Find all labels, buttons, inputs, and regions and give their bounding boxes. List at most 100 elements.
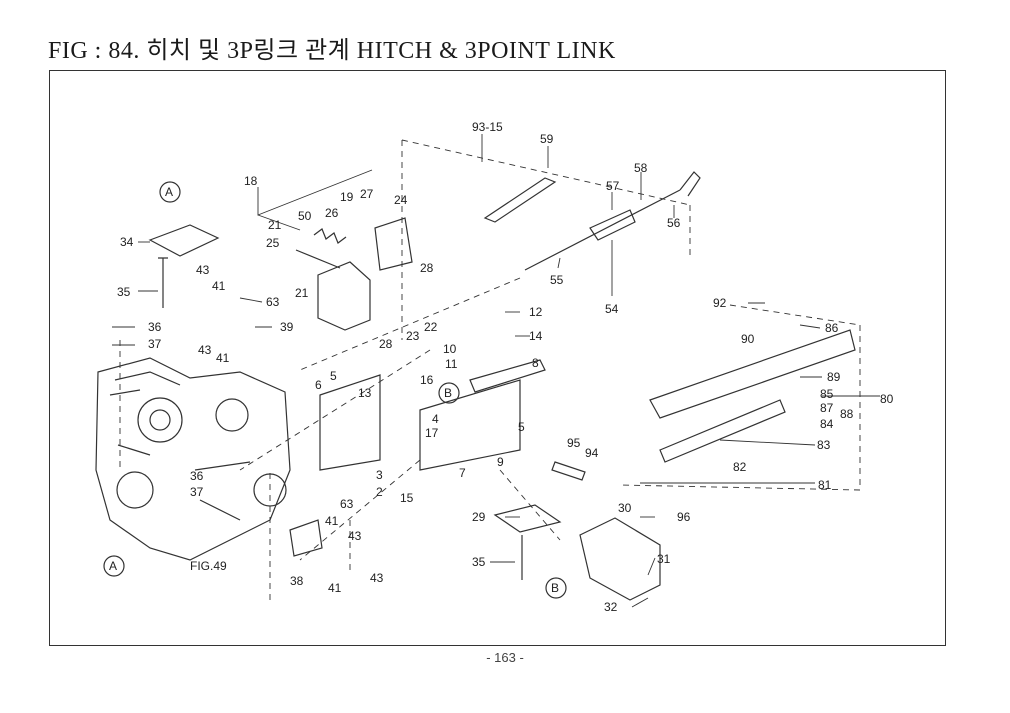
lower-link-arm bbox=[649, 329, 856, 419]
guide-lines bbox=[119, 139, 861, 600]
callout-7: 7 bbox=[459, 466, 466, 480]
callout-43a: 43 bbox=[196, 263, 210, 277]
callout-37b: 37 bbox=[190, 485, 204, 499]
callout-80: 80 bbox=[880, 392, 894, 406]
callout-4: 4 bbox=[432, 412, 439, 426]
callout-14: 14 bbox=[529, 329, 543, 343]
callout-41c: 41 bbox=[325, 514, 339, 528]
page-number: - 163 - bbox=[486, 650, 524, 665]
ref-fig49: FIG.49 bbox=[190, 559, 227, 573]
pin-95 bbox=[551, 461, 586, 481]
callout-21a: 21 bbox=[268, 218, 282, 232]
callout-22: 22 bbox=[424, 320, 438, 334]
callout-12: 12 bbox=[529, 305, 543, 319]
callout-27: 27 bbox=[360, 187, 374, 201]
hitch-plate-right bbox=[419, 379, 521, 471]
callout-90: 90 bbox=[741, 332, 755, 346]
lever-rod bbox=[483, 177, 557, 223]
bolt-35-left bbox=[158, 257, 168, 308]
callout-92: 92 bbox=[713, 296, 727, 310]
housing-boss-5 bbox=[253, 473, 287, 507]
callout-86: 86 bbox=[825, 321, 839, 335]
callout-17: 17 bbox=[425, 426, 439, 440]
bushing-38 bbox=[289, 519, 323, 557]
callout-56: 56 bbox=[667, 216, 681, 230]
guard-cover bbox=[579, 517, 661, 601]
part-shapes bbox=[95, 171, 856, 601]
callout-63a: 63 bbox=[266, 295, 280, 309]
ref-b-label-mid: B bbox=[444, 386, 452, 400]
callout-63b: 63 bbox=[340, 497, 354, 511]
callout-84: 84 bbox=[820, 417, 834, 431]
ref-b-circle-mid bbox=[438, 382, 460, 404]
callout-93-15: 93-15 bbox=[472, 120, 503, 134]
callout-28b: 28 bbox=[379, 337, 393, 351]
callout-89: 89 bbox=[827, 370, 841, 384]
callout-31: 31 bbox=[657, 552, 671, 566]
callout-34: 34 bbox=[120, 235, 134, 249]
plate-29 bbox=[493, 504, 562, 533]
callout-95: 95 bbox=[567, 436, 581, 450]
housing-boss-2 bbox=[149, 409, 171, 431]
housing-boss-3 bbox=[215, 398, 249, 432]
callout-55: 55 bbox=[550, 273, 564, 287]
callout-24: 24 bbox=[394, 193, 408, 207]
callout-5a: 5 bbox=[330, 369, 337, 383]
callout-58: 58 bbox=[634, 161, 648, 175]
callout-23: 23 bbox=[406, 329, 420, 343]
callout-35a: 35 bbox=[117, 285, 131, 299]
ref-a-circle-top bbox=[159, 181, 181, 203]
callout-28a: 28 bbox=[420, 261, 434, 275]
rod-25 bbox=[295, 249, 341, 269]
callout-29: 29 bbox=[472, 510, 486, 524]
callout-5b: 5 bbox=[518, 420, 525, 434]
part-number-callouts: 93-15 59 57 58 56 55 54 18 19 27 24 26 5… bbox=[117, 120, 894, 614]
top-link-body bbox=[589, 209, 636, 241]
callout-36b: 36 bbox=[190, 469, 204, 483]
callout-32: 32 bbox=[604, 600, 618, 614]
callout-18: 18 bbox=[244, 174, 258, 188]
callout-54: 54 bbox=[605, 302, 619, 316]
callout-50: 50 bbox=[298, 209, 312, 223]
callout-41d: 41 bbox=[328, 581, 342, 595]
callout-16: 16 bbox=[420, 373, 434, 387]
callout-41b: 41 bbox=[216, 351, 230, 365]
ref-a-circle-bottom bbox=[103, 555, 125, 577]
callout-38: 38 bbox=[290, 574, 304, 588]
callout-94: 94 bbox=[585, 446, 599, 460]
leader-lines bbox=[112, 134, 880, 608]
callout-11: 11 bbox=[445, 357, 458, 371]
callout-3: 3 bbox=[376, 468, 383, 482]
callout-13: 13 bbox=[358, 386, 372, 400]
housing-boss-4 bbox=[116, 471, 154, 509]
callout-26: 26 bbox=[325, 206, 339, 220]
callout-43d: 43 bbox=[370, 571, 384, 585]
callout-6: 6 bbox=[315, 378, 322, 392]
top-link-rod bbox=[524, 189, 681, 271]
callout-81: 81 bbox=[818, 478, 832, 492]
callout-19: 19 bbox=[340, 190, 354, 204]
draw-bar-8 bbox=[469, 359, 546, 393]
callout-88: 88 bbox=[840, 407, 854, 421]
callout-21b: 21 bbox=[295, 286, 309, 300]
ref-b-label-bottom: B bbox=[551, 581, 559, 595]
lift-arm-bracket bbox=[317, 261, 371, 331]
callout-30: 30 bbox=[618, 501, 632, 515]
callout-41a: 41 bbox=[212, 279, 226, 293]
callout-82: 82 bbox=[733, 460, 747, 474]
callout-9: 9 bbox=[497, 455, 504, 469]
housing-ribs bbox=[109, 371, 251, 521]
figure-frame bbox=[49, 70, 946, 646]
callout-8: 8 bbox=[532, 356, 539, 370]
callout-25: 25 bbox=[266, 236, 280, 250]
callout-43c: 43 bbox=[348, 529, 362, 543]
cover-plate bbox=[148, 224, 220, 257]
callout-57: 57 bbox=[606, 179, 620, 193]
callout-43b: 43 bbox=[198, 343, 212, 357]
ref-b-circle-bottom bbox=[545, 577, 567, 599]
hitch-bracket bbox=[374, 217, 413, 271]
hitch-plate-left bbox=[319, 374, 381, 471]
callout-39: 39 bbox=[280, 320, 294, 334]
callout-37a: 37 bbox=[148, 337, 162, 351]
